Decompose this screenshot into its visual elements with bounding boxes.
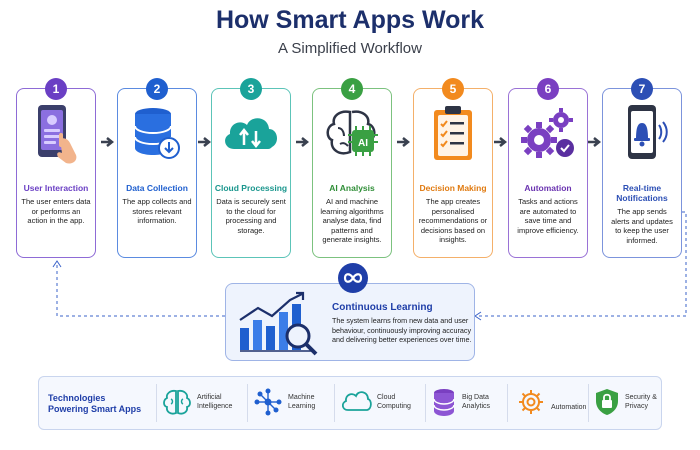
database-icon xyxy=(118,103,196,165)
arrow-right-icon xyxy=(397,137,410,147)
growth-chart-icon xyxy=(239,291,318,356)
network-icon xyxy=(254,388,282,416)
tech-item-security: Security & Privacy xyxy=(594,384,657,420)
step-title: User Interaction xyxy=(23,183,89,193)
svg-text:AI: AI xyxy=(358,138,368,149)
technologies-title: Technologies Powering Smart Apps xyxy=(48,393,141,415)
step-desc: The user enters data or performs an acti… xyxy=(21,197,91,225)
step-card-user-interaction: User Interaction The user enters data or… xyxy=(16,88,96,258)
step-badge: 6 xyxy=(537,78,559,100)
brain-chip-icon: AI xyxy=(313,103,391,165)
gear-icon xyxy=(519,390,543,414)
step-badge: 2 xyxy=(146,78,168,100)
step-title: Automation xyxy=(524,183,572,193)
step-desc: The app creates personalised recommendat… xyxy=(418,197,488,244)
step-card-automation: Automation Tasks and actions are automat… xyxy=(508,88,588,258)
tech-label: Cloud xyxy=(377,394,396,401)
cloud-icon xyxy=(341,391,372,411)
step-desc: Tasks and actions are automated to save … xyxy=(517,197,579,235)
divider xyxy=(156,384,157,422)
technologies-panel xyxy=(38,376,662,430)
step-desc: AI and machine learning algorithms analy… xyxy=(320,197,384,244)
step-title: AI Analysis xyxy=(329,183,375,193)
tech-label: Automation xyxy=(551,403,587,411)
divider xyxy=(334,384,335,422)
tech-label: Intelligence xyxy=(197,403,233,410)
step-badge: 5 xyxy=(442,78,464,100)
step-card-ai-analysis: AI AI Analysis AI and machine learning a… xyxy=(312,88,392,258)
step-desc: Data is securely sent to the cloud for p… xyxy=(216,197,286,235)
tech-label: Learning xyxy=(288,403,316,410)
checklist-icon xyxy=(414,103,492,165)
step-title: Decision Making xyxy=(419,183,487,193)
step-desc: The app sends alerts and updates to keep… xyxy=(611,207,673,245)
tech-label: Big Data xyxy=(462,394,489,401)
step-badge: 4 xyxy=(341,78,363,100)
page-subtitle: A Simplified Workflow xyxy=(278,40,422,57)
step-card-decision-making: Decision Making The app creates personal… xyxy=(413,88,493,258)
bell-phone-icon xyxy=(603,103,681,165)
shield-lock-icon xyxy=(596,389,618,415)
divider xyxy=(588,384,589,422)
tech-label: Machine xyxy=(288,394,315,401)
arrow-right-icon xyxy=(494,137,507,147)
brain-icon xyxy=(163,389,191,415)
step-card-cloud-processing: Cloud Processing Data is securely sent t… xyxy=(211,88,291,258)
tech-label: Computing xyxy=(377,403,411,410)
divider xyxy=(247,384,248,422)
technologies-title-line2: Powering Smart Apps xyxy=(48,404,142,414)
learning-desc: The system learns from new data and user… xyxy=(332,316,472,344)
arrow-right-icon xyxy=(296,137,309,147)
learning-title: Continuous Learning xyxy=(332,302,433,313)
cloud-sync-icon xyxy=(212,103,290,165)
divider xyxy=(507,384,508,422)
technologies-title-line1: Technologies xyxy=(48,393,106,403)
arrow-right-icon xyxy=(588,137,601,147)
step-title: Data Collection xyxy=(126,183,188,193)
tech-item-automation: Automation xyxy=(516,384,586,420)
page-title: How Smart Apps Work xyxy=(215,6,485,34)
infinity-icon xyxy=(338,263,368,293)
tech-label: Analytics xyxy=(462,403,491,410)
step-title: Cloud Processing xyxy=(214,183,288,193)
gears-icon xyxy=(509,103,587,165)
step-desc: The app collects and stores relevant inf… xyxy=(122,197,192,225)
step-card-notifications: Real-time Notifications The app sends al… xyxy=(602,88,682,258)
arrow-right-icon xyxy=(198,137,211,147)
step-badge: 1 xyxy=(45,78,67,100)
step-card-data-collection: Data Collection The app collects and sto… xyxy=(117,88,197,258)
step-title: Real-time Notifications xyxy=(616,183,668,203)
step-badge: 3 xyxy=(240,78,262,100)
tech-label: Security & xyxy=(625,394,657,401)
tech-label: Artificial xyxy=(197,394,222,401)
step-badge: 7 xyxy=(631,78,653,100)
tech-label: Privacy xyxy=(625,403,648,410)
divider xyxy=(425,384,426,422)
smartphone-hand-icon xyxy=(17,103,95,165)
arrow-right-icon xyxy=(101,137,114,147)
database-icon xyxy=(433,389,455,416)
